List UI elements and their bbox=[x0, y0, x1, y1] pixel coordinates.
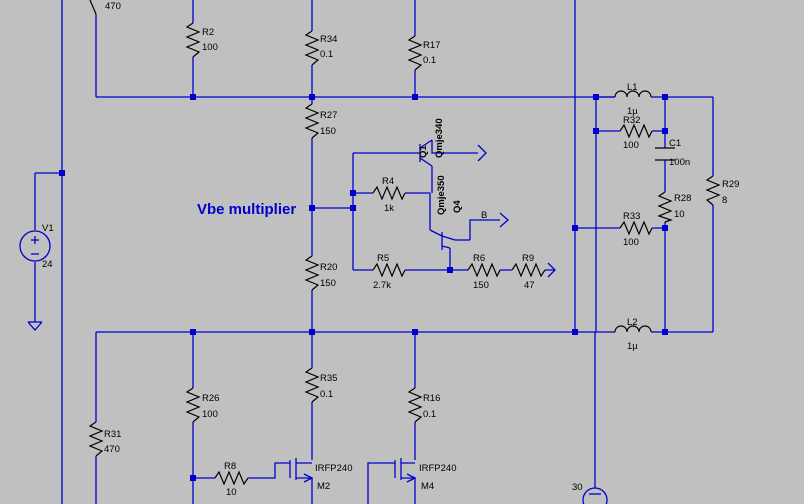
output-arrow-icon bbox=[547, 262, 556, 278]
label-source-30-value: 30 bbox=[572, 482, 583, 493]
label-L1-ref: L1 bbox=[627, 82, 638, 93]
label-R17-value: 0.1 bbox=[423, 55, 436, 66]
label-R2-value: 100 bbox=[202, 42, 218, 53]
label-L1-value: 1µ bbox=[627, 106, 638, 117]
resistor-R35[interactable] bbox=[304, 367, 320, 403]
label-R32-ref: R32 bbox=[623, 115, 640, 126]
label-R20-ref: R20 bbox=[320, 262, 337, 273]
resistor-R28[interactable] bbox=[657, 191, 673, 223]
label-R33-ref: R33 bbox=[623, 211, 640, 222]
label-Q1-model: Qmje340 bbox=[434, 118, 445, 158]
voltage-source-30[interactable] bbox=[582, 487, 608, 504]
resistor-R8[interactable] bbox=[214, 470, 249, 486]
resistor-R16[interactable] bbox=[407, 387, 423, 423]
label-L2-ref: L2 bbox=[627, 317, 638, 328]
resistor-R32[interactable] bbox=[619, 123, 653, 139]
resistor-R2[interactable] bbox=[185, 22, 201, 58]
resistor-R27[interactable] bbox=[304, 103, 320, 139]
resistor-R9[interactable] bbox=[511, 262, 546, 278]
label-R5-ref: R5 bbox=[377, 253, 389, 264]
resistor-R33[interactable] bbox=[619, 220, 653, 236]
label-M4-ref: M4 bbox=[421, 481, 434, 492]
label-net-B: B bbox=[481, 210, 487, 221]
label-L2-value: 1µ bbox=[627, 341, 638, 352]
label-R27-ref: R27 bbox=[320, 110, 337, 121]
label-R29-value: 8 bbox=[722, 195, 727, 206]
resistor-R4[interactable] bbox=[372, 185, 406, 201]
mosfet-M4[interactable] bbox=[394, 458, 417, 504]
label-R2-ref: R2 bbox=[202, 27, 214, 38]
label-R20-value: 150 bbox=[320, 278, 336, 289]
label-M4-model: IRFP240 bbox=[419, 463, 457, 474]
label-R35-ref: R35 bbox=[320, 373, 337, 384]
ground-icon bbox=[27, 321, 43, 331]
resistor-R6[interactable] bbox=[467, 262, 501, 278]
transistor-Q4[interactable] bbox=[429, 212, 509, 250]
label-V1-ref: V1 bbox=[42, 223, 54, 234]
label-R5-value: 2.7k bbox=[373, 280, 391, 291]
label-R27-value: 150 bbox=[320, 126, 336, 137]
label-R16-ref: R16 bbox=[423, 393, 440, 404]
label-M2-model: IRFP240 bbox=[315, 463, 353, 474]
resistor-R34[interactable] bbox=[304, 30, 320, 66]
inductor-L2[interactable] bbox=[614, 325, 652, 333]
label-C1-value: 100n bbox=[669, 157, 690, 168]
resistor-R20[interactable] bbox=[304, 255, 320, 291]
label-R33-value: 100 bbox=[623, 237, 639, 248]
label-R9-value: 47 bbox=[524, 280, 535, 291]
label-V1-value: 24 bbox=[42, 259, 53, 270]
wires bbox=[28, 0, 714, 504]
label-R34-ref: R34 bbox=[320, 34, 337, 45]
label-R32-value: 100 bbox=[623, 140, 639, 151]
resistor-R31[interactable] bbox=[88, 421, 104, 457]
resistor-R26[interactable] bbox=[185, 387, 201, 423]
label-R26-ref: R26 bbox=[202, 393, 219, 404]
resistor-R5[interactable] bbox=[372, 262, 406, 278]
label-R9-ref: R9 bbox=[522, 253, 534, 264]
label-R29-ref: R29 bbox=[722, 179, 739, 190]
label-top-470-value: 470 bbox=[105, 1, 121, 12]
transistor-Q1[interactable] bbox=[412, 139, 487, 193]
label-R8-ref: R8 bbox=[224, 461, 236, 472]
label-R6-value: 150 bbox=[473, 280, 489, 291]
label-R16-value: 0.1 bbox=[423, 409, 436, 420]
resistor-R29[interactable] bbox=[705, 175, 721, 206]
label-C1-ref: C1 bbox=[669, 138, 681, 149]
inductor-L1[interactable] bbox=[614, 90, 652, 98]
label-R26-value: 100 bbox=[202, 409, 218, 420]
mosfet-M2[interactable] bbox=[289, 458, 314, 504]
label-R6-ref: R6 bbox=[473, 253, 485, 264]
resistor-R17[interactable] bbox=[407, 35, 423, 71]
label-R28-value: 10 bbox=[674, 209, 685, 220]
label-R8-value: 10 bbox=[226, 487, 237, 498]
label-R28-ref: R28 bbox=[674, 193, 691, 204]
label-R17-ref: R17 bbox=[423, 40, 440, 51]
voltage-source-V1[interactable] bbox=[19, 230, 51, 262]
annotation-vbe-multiplier: Vbe multiplier bbox=[197, 201, 296, 218]
label-M2-ref: M2 bbox=[317, 481, 330, 492]
label-Q4-model: Qmje350 bbox=[436, 175, 447, 215]
label-R31-ref: R31 bbox=[104, 429, 121, 440]
label-Q1-ref: Q1 bbox=[418, 145, 429, 158]
label-R4-value: 1k bbox=[384, 203, 394, 214]
label-R35-value: 0.1 bbox=[320, 389, 333, 400]
label-R31-value: 470 bbox=[104, 444, 120, 455]
resistor-top-470[interactable] bbox=[89, 0, 97, 15]
junctions bbox=[59, 94, 668, 481]
label-R34-value: 0.1 bbox=[320, 49, 333, 60]
label-Q4-ref: Q4 bbox=[452, 200, 463, 213]
label-R4-ref: R4 bbox=[382, 176, 394, 187]
capacitor-C1[interactable] bbox=[655, 147, 675, 161]
